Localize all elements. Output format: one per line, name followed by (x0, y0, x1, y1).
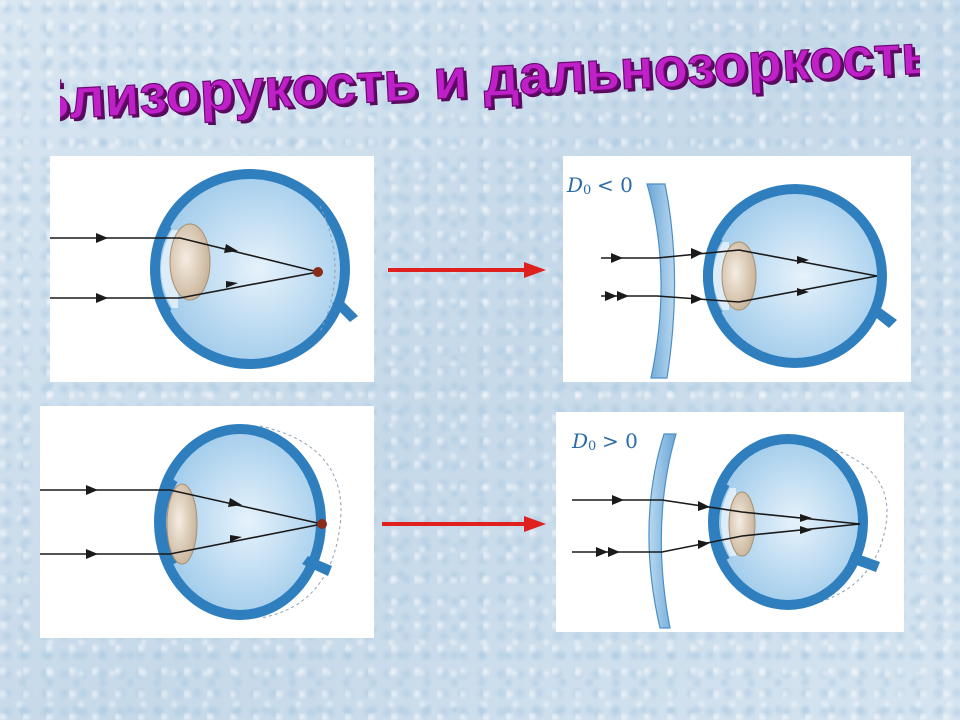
transition-arrow-hyperopia (382, 512, 548, 536)
hyperopia-corrected-panel: D 0 > 0 (556, 412, 904, 632)
eye-interior (160, 179, 340, 359)
normal-eye-outline (259, 425, 342, 619)
myopia-lens-power-value: < 0 (597, 173, 633, 197)
myopia-corrected-panel: D 0 < 0 (563, 156, 911, 382)
myopia-lens-power-sub: 0 (583, 183, 591, 198)
myopia-eye-diagram (50, 169, 358, 369)
myopia-lens-power-letter: D (566, 173, 583, 197)
optic-nerve (848, 552, 880, 572)
myopia-eye-panel (50, 156, 374, 382)
optic-nerve (302, 556, 332, 576)
concave-lens (646, 183, 676, 379)
cornea (703, 235, 723, 317)
retina-line (319, 205, 336, 333)
eye-interior (164, 434, 316, 610)
title-graphic: Близорукость и дальнозоркость. Близоруко… (27, 20, 956, 135)
page-title: Близорукость и дальнозоркость. Близоруко… (27, 20, 956, 135)
myopia-corrected-diagram: D 0 < 0 (566, 173, 897, 379)
eye-lens (166, 483, 198, 565)
eye-interior (713, 194, 877, 358)
focus-point (317, 519, 327, 529)
convex-lens (648, 433, 677, 629)
ray-arrowheads (96, 233, 238, 303)
normal-eye-outline (805, 441, 888, 607)
ray-arrowheads (86, 485, 242, 559)
light-rays (40, 489, 323, 555)
hyperopia-lens-power-value: > 0 (602, 429, 638, 453)
light-rays (50, 237, 319, 299)
hyperopia-lens-power-letter: D (571, 429, 588, 453)
eye-interior (718, 444, 858, 600)
ray-arrowheads (596, 495, 812, 557)
hyperopia-eye-diagram (40, 424, 342, 620)
cornea (151, 223, 172, 315)
eye-lens (728, 491, 756, 557)
focus-point (313, 267, 323, 277)
hyperopia-corrected-diagram: D 0 > 0 (571, 429, 888, 629)
cornea (711, 481, 730, 563)
eye-lens (169, 223, 211, 301)
cornea (158, 478, 178, 566)
hyperopia-lens-power-sub: 0 (588, 439, 596, 454)
ray-arrowheads (605, 248, 809, 304)
hyperopia-eye-panel (40, 406, 374, 638)
optic-nerve (332, 296, 358, 322)
eye-lens (721, 241, 757, 311)
transition-arrow-myopia (388, 258, 548, 282)
optic-nerve (869, 304, 897, 328)
